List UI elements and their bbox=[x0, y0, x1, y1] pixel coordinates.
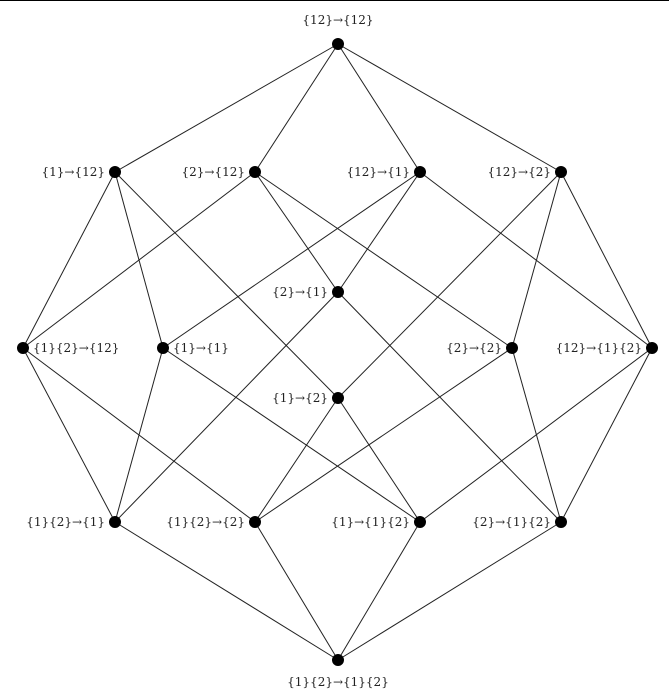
node-label-n6: {1}{2}→{12} bbox=[33, 341, 119, 355]
edge-top-n2 bbox=[254, 43, 339, 173]
nodes: {12}→{12} {1}→{12} {2}→{12} {12}→{1} {12}→{2… bbox=[17, 13, 658, 689]
edge-n4-n8 bbox=[511, 171, 562, 349]
edge-n10-n13 bbox=[337, 397, 421, 523]
edge-n5-n11 bbox=[114, 291, 339, 523]
top-border bbox=[0, 0, 669, 1]
edge-n2-n6 bbox=[22, 171, 256, 349]
node-label-n13: {1}→{1}{2} bbox=[331, 515, 410, 529]
edge-n4-n10 bbox=[337, 171, 562, 399]
edge-n10-n12 bbox=[254, 397, 339, 523]
edge-n7-n11 bbox=[114, 347, 164, 523]
node-label-n12: {1}{2}→{2} bbox=[166, 515, 245, 529]
node-n11 bbox=[109, 516, 121, 528]
node-label-top: {12}→{12} bbox=[302, 13, 373, 27]
edge-n11-bottom bbox=[114, 521, 339, 661]
edge-n1-n6 bbox=[22, 171, 116, 349]
edge-n7-n13 bbox=[162, 347, 421, 523]
node-label-n11: {1}{2}→{1} bbox=[26, 515, 105, 529]
edge-n1-n10 bbox=[114, 171, 339, 399]
edge-top-n4 bbox=[337, 43, 562, 173]
node-n9 bbox=[646, 342, 658, 354]
edge-n2-n5 bbox=[254, 171, 339, 293]
node-label-n10: {1}→{2} bbox=[272, 391, 328, 405]
edge-n5-n14 bbox=[337, 291, 562, 523]
edge-n3-n7 bbox=[162, 171, 421, 349]
node-n4 bbox=[555, 166, 567, 178]
node-n14 bbox=[555, 516, 567, 528]
edge-n2-n8 bbox=[254, 171, 513, 349]
edge-n6-n11 bbox=[22, 347, 116, 523]
edge-n13-bottom bbox=[337, 521, 421, 661]
node-label-n4: {12}→{2} bbox=[488, 165, 552, 179]
node-label-n8: {2}→{2} bbox=[446, 341, 502, 355]
node-n1 bbox=[109, 166, 121, 178]
edge-n8-n12 bbox=[254, 347, 513, 523]
edge-n9-n14 bbox=[560, 347, 653, 523]
node-n10 bbox=[332, 392, 344, 404]
node-n5 bbox=[332, 286, 344, 298]
edges bbox=[22, 43, 653, 661]
edge-n14-bottom bbox=[337, 521, 562, 661]
node-n7 bbox=[157, 342, 169, 354]
node-label-n1: {1}→{12} bbox=[42, 165, 106, 179]
edge-n12-bottom bbox=[254, 521, 339, 661]
node-label-n14: {2}→{1}{2} bbox=[472, 515, 551, 529]
node-label-n7: {1}→{1} bbox=[173, 341, 229, 355]
node-label-n9: {12}→{1}{2} bbox=[556, 341, 642, 355]
node-bottom bbox=[332, 654, 344, 666]
edge-top-n1 bbox=[114, 43, 339, 173]
edge-n4-n9 bbox=[560, 171, 653, 349]
node-top bbox=[332, 38, 344, 50]
node-label-bottom: {1}{2}→{1}{2} bbox=[287, 675, 389, 689]
node-n2 bbox=[249, 166, 261, 178]
node-label-n5: {2}→{1} bbox=[272, 285, 328, 299]
node-label-n2: {2}→{12} bbox=[182, 165, 246, 179]
node-n13 bbox=[414, 516, 426, 528]
node-label-n3: {12}→{1} bbox=[347, 165, 411, 179]
node-n12 bbox=[249, 516, 261, 528]
node-n6 bbox=[17, 342, 29, 354]
node-n3 bbox=[414, 166, 426, 178]
node-n8 bbox=[506, 342, 518, 354]
edge-n3-n5 bbox=[337, 171, 421, 293]
edge-n9-n13 bbox=[419, 347, 653, 523]
edge-top-n3 bbox=[337, 43, 421, 173]
